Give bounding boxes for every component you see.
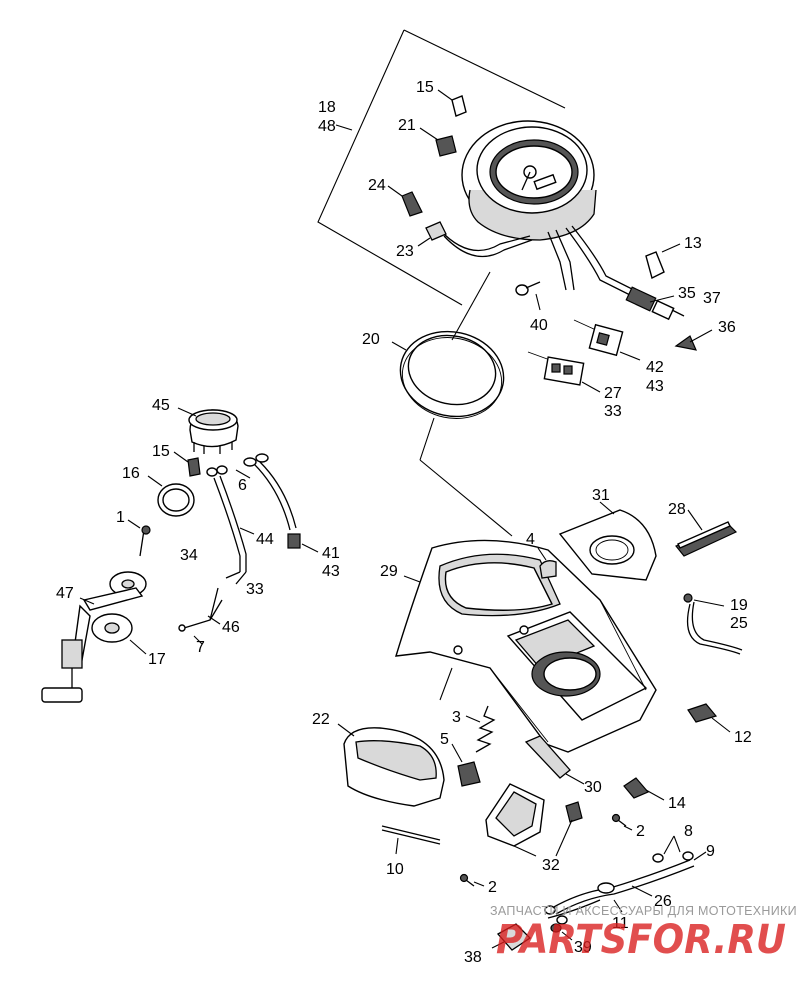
callout-42: 42 [646,359,664,376]
grommet-21[interactable] [419,127,457,157]
callout-33-left: 33 [246,581,264,598]
watermark: ЗАПЧАСТИ И АКСЕССУАРЫ ДЛЯ МОТОТЕХНИКИ PA… [490,904,797,963]
callout-21: 21 [398,117,416,134]
callout-27: 27 [604,385,622,402]
callout-1: 1 [116,509,125,526]
connector-35[interactable] [625,286,675,321]
callout-28: 28 [668,501,686,518]
callout-14: 14 [668,795,686,812]
terminal-39[interactable] [550,923,573,941]
housing-22[interactable] [337,723,445,807]
callout-3: 3 [452,709,461,726]
bulb-socket-15-top[interactable] [437,89,467,117]
callout-36: 36 [718,319,736,336]
fuel-gauge-45[interactable] [177,407,239,454]
pin-37[interactable] [671,309,685,317]
callout-10: 10 [386,861,404,878]
callout-39: 39 [574,939,592,956]
bracket-30[interactable] [524,735,585,785]
cover-plate-31[interactable] [558,501,657,581]
cable-tie-10[interactable] [381,825,441,855]
callout-6: 6 [238,477,247,494]
bezel-ring-20[interactable] [391,322,512,427]
switch-5[interactable] [451,743,481,787]
watermark-logo: PARTSFOR.RU [496,917,786,963]
callout-5: 5 [440,731,449,748]
callout-17: 17 [148,651,166,668]
knob-4[interactable] [537,547,557,579]
wire-harness-44[interactable] [206,465,255,585]
ring-terminal-40[interactable] [515,281,541,311]
plug-24[interactable] [387,185,423,217]
callout-15-top: 15 [416,79,434,96]
callout-25: 25 [730,615,748,632]
callout-37: 37 [703,290,721,307]
spring-3[interactable] [465,705,496,753]
cable-end-23[interactable] [417,221,447,247]
screw-2-upper[interactable] [611,813,633,831]
callout-43-left: 43 [322,563,340,580]
screw-2-lower[interactable] [459,873,485,887]
callout-2-lower: 2 [488,879,497,896]
callout-labels: 18 48 15 21 24 23 13 35 37 36 40 42 43 2… [56,79,752,966]
callout-32: 32 [542,857,560,874]
callout-29: 29 [380,563,398,580]
callout-47: 47 [56,585,74,602]
callout-19: 19 [730,597,748,614]
callout-30: 30 [584,779,602,796]
callout-11: 11 [612,915,629,932]
connector-38[interactable] [491,923,532,951]
callout-2-upper: 2 [636,823,645,840]
callout-44: 44 [256,531,274,548]
harness-26[interactable] [544,835,707,925]
clip-14[interactable] [623,777,665,801]
wire-harness-41[interactable] [235,453,319,553]
screw-1[interactable] [127,519,151,557]
callout-7: 7 [196,639,205,656]
callout-18: 18 [318,99,336,116]
callout-43-top: 43 [646,378,664,395]
watermark-caption: ЗАПЧАСТИ И АКСЕССУАРЫ ДЛЯ МОТОТЕХНИКИ [490,904,797,918]
callout-15-left: 15 [152,443,170,460]
wire-19[interactable] [683,593,743,655]
module-32[interactable] [485,783,583,857]
callout-20: 20 [362,331,380,348]
wire-46[interactable] [178,587,223,645]
gasket-17[interactable] [91,613,147,655]
gasket-ring-16[interactable] [147,475,195,517]
callout-8: 8 [684,823,693,840]
callout-13: 13 [684,235,702,252]
speedometer-gauge[interactable] [439,120,647,301]
callout-33-top: 33 [604,403,622,420]
callout-35: 35 [678,285,696,302]
bulb-socket-15-left[interactable] [173,451,201,477]
callout-12: 12 [734,729,752,746]
console-29[interactable] [395,539,657,753]
callout-22: 22 [312,711,330,728]
terminal-strip-28[interactable] [675,509,738,557]
connector-27[interactable] [527,351,601,393]
terminal-36[interactable] [674,329,713,351]
callout-26: 26 [654,893,672,910]
clip-12[interactable] [687,703,731,733]
callout-4: 4 [526,531,535,548]
callout-41: 41 [322,545,340,562]
callout-45: 45 [152,397,170,414]
callout-34: 34 [180,547,198,564]
clip-13[interactable] [645,243,681,280]
fuel-sender-47[interactable] [41,571,147,703]
callout-23: 23 [396,243,414,260]
bracket-upper-gauge-group [317,29,566,306]
connector-42[interactable] [573,319,641,361]
callout-24: 24 [368,177,386,194]
callout-16: 16 [122,465,140,482]
callout-46: 46 [222,619,240,636]
callout-31: 31 [592,487,610,504]
callout-38: 38 [464,949,482,966]
callout-48: 48 [318,118,336,135]
callout-9: 9 [706,843,715,860]
callout-40: 40 [530,317,548,334]
